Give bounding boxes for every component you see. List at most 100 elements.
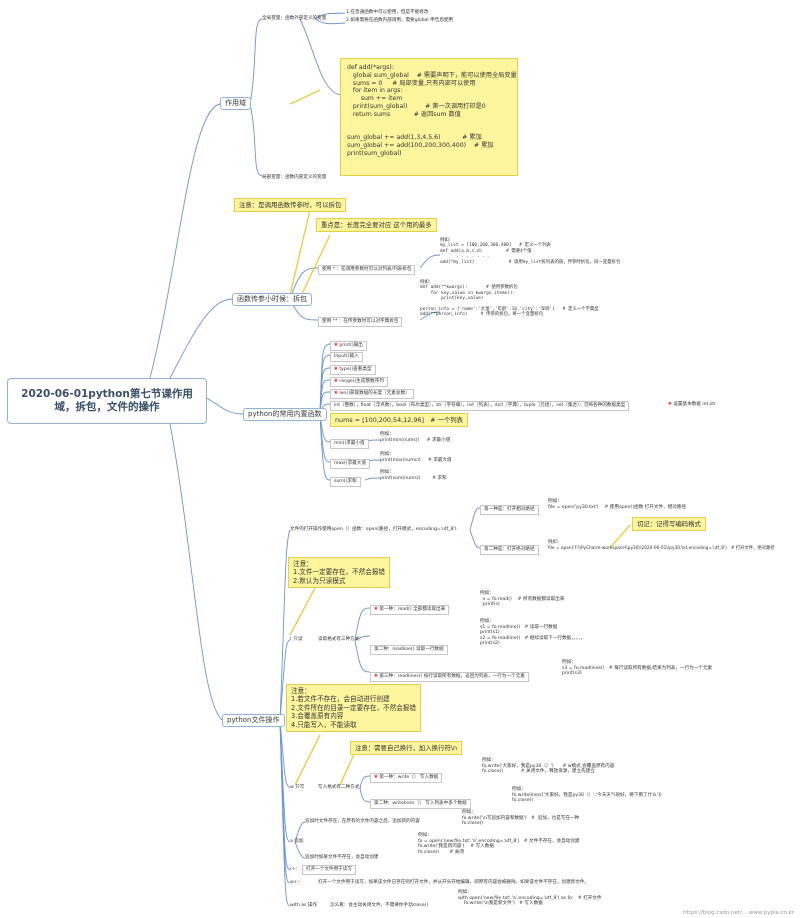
star-icon: ✱ (374, 775, 378, 780)
global-var-label[interactable]: 全局变量：函数外部定义的变量 (262, 16, 327, 21)
star-icon: ✱ (374, 674, 378, 679)
star-icon: ✱ (334, 367, 338, 372)
builtin-sum-code[interactable]: 例如： print(sum(nums)) # 求和 (380, 470, 447, 481)
note-callout-4 (289, 587, 316, 636)
files-way2-code[interactable]: 例如： file = open('F:\\PyCharm-workspace\\… (548, 540, 775, 551)
files-write1-text: 第一种：write（） 写入数据 (379, 775, 439, 780)
builtin-max-label[interactable]: max()求最大值 (330, 459, 370, 469)
files-a2-label[interactable]: 追加时如果文件不存在，会自动创建 (305, 855, 379, 860)
root-title: 2020-06-01python第七节课作用域，拆包，文件的操作 (21, 388, 193, 413)
files-read2-code[interactable]: 例如： s1 = fo.readline() # 读取一行数据 print(s1… (480, 619, 585, 647)
topic-scope-label: 作用域 (225, 99, 246, 107)
topic-builtins-label: python的常用内置函数 (248, 410, 322, 418)
files-note-mode[interactable]: 注意： 1.文件一定要存在，不然会报错 2.默认为只读模式 (288, 557, 391, 589)
root-topic[interactable]: 2020-06-01python第七节课作用域，拆包，文件的操作 (7, 378, 207, 424)
builtin-item-input[interactable]: Input()输入 (330, 352, 363, 362)
files-write-ways[interactable]: 写入格式有二种方式: (318, 785, 361, 790)
files-rplus-label[interactable]: r+： (290, 867, 301, 872)
topic-scope[interactable]: 作用域 (220, 97, 251, 110)
star-icon: ✱ (334, 391, 338, 396)
star-icon: ✱ (334, 343, 338, 348)
unpack-star2-label[interactable]: 使用 ** ：在传参数时可以对字典拆包 (318, 317, 403, 327)
star-icon: ✱ (374, 607, 378, 612)
topic-unpack[interactable]: 函数传参小时候：拆包 (232, 293, 312, 306)
unpack-star1-label[interactable]: 使用 * ：在调用参数时可以对列表/列表拆包 (318, 265, 416, 275)
topic-builtins[interactable]: python的常用内置函数 (243, 408, 327, 421)
files-way1-code[interactable]: 例如： file = open('py30.txt') # 使用open()函数… (548, 499, 686, 510)
builtin-nums-note[interactable]: nums = [100,200,54,12,96] # 一个列表 (330, 413, 469, 427)
builtin-types-note-label: 设置基本数据 int,str (673, 402, 716, 407)
files-a-label[interactable]: a 追加 (290, 839, 304, 844)
builtin-types-row[interactable]: int（整数），float（浮点数），bool（布尔类型），str（字符串），l… (330, 401, 630, 411)
files-read1-text: 第一种：read() 全部都读取出来 (379, 607, 446, 612)
builtin-min-code[interactable]: 例如： print(min(nums)) # 求最小值 (380, 432, 451, 443)
files-note-newline[interactable]: 注意：需要自己换行，加入换行符\n (350, 741, 463, 755)
files-rplus-text[interactable]: 打开一个文件用于读写 (302, 865, 356, 875)
builtin-item-range-label: range()生成整数序列 (339, 379, 384, 384)
note-callout-7 (609, 524, 631, 549)
files-way2-label[interactable]: 第二种是：打开绝对路径 (480, 545, 539, 555)
global-note-1[interactable]: 1.在普通函数中可以使用，但是不能修改 (346, 10, 429, 15)
unpack-star1-example[interactable]: 例如： my_list = [100,200,300,400] # 定义一个列表… (440, 238, 621, 265)
builtin-max-code[interactable]: 例如： print(max(nums)) # 求最大值 (380, 452, 452, 463)
scope-code-block[interactable]: def add(*args): global sum_global # 需要声明… (340, 58, 518, 176)
files-read3-label[interactable]: ✱ 第三种：readlines() 按行读取所有数据，返回为列表，一行为一个元素 (370, 672, 529, 682)
builtin-min-label[interactable]: min()求最小值 (330, 439, 369, 449)
topic-unpack-label: 函数传参小时候：拆包 (237, 295, 307, 303)
unpack-note-key[interactable]: 重点是：长度完全要对应 这个用的最多 (316, 218, 437, 232)
files-with-text[interactable]: 怎么看：会主动关闭文件，不需要你手动close() (330, 903, 429, 908)
files-read1-code[interactable]: 例如： s = fo.read() # 所有数据都读取出来 print(s) (480, 591, 565, 608)
files-wplus-text[interactable]: 打开一个文件用于读写，如果该文件已存在则打开文件，并从开头开始编辑，即原有内容会… (318, 880, 590, 885)
files-write1-label[interactable]: ✱ 第一种：write（） 写入数据 (370, 773, 443, 783)
builtin-item-print[interactable]: ✱ print()输出 (330, 341, 367, 351)
star-icon: ✱ (334, 379, 338, 384)
files-write2-code[interactable]: 例如： fo.writelines(['大家好，我是py30（）','今天天气很… (512, 787, 662, 804)
files-with-code[interactable]: 例如： with open('new.file.txt','a',encodin… (458, 890, 602, 907)
builtin-sum-label[interactable]: sum()求和 (330, 477, 361, 487)
files-r-label[interactable]: r 只读 (290, 637, 303, 642)
wire-root-files (169, 423, 223, 721)
wire-root-scope (149, 103, 221, 379)
files-read-ways[interactable]: 读取格式有三种方式: (318, 637, 361, 642)
files-with-label[interactable]: with as 操作 (290, 903, 318, 908)
builtin-item-print-label: print()输出 (339, 343, 363, 348)
note-callout-2 (289, 209, 311, 296)
note-callout-3 (299, 234, 331, 299)
files-note-write[interactable]: 注意： 1.若文件不存在，会自动进行创建 2.文件所在的目录一定要存在，不然会报… (286, 684, 421, 733)
files-a1-label[interactable]: 追加时文件存在，在原有的文件内容之后，追加新的内容 (305, 819, 420, 824)
topic-files[interactable]: python文件操作 (222, 714, 285, 727)
builtin-types-note[interactable]: ✱ 设置基本数据 int,str (668, 402, 716, 408)
builtin-item-type-label: type()查看类型 (339, 367, 372, 372)
builtin-item-len-label: len()获取数据的长度（元素总数） (339, 391, 410, 396)
builtin-item-len[interactable]: ✱ len()获取数据的长度（元素总数） (330, 389, 414, 399)
wire-root-builtins (206, 397, 244, 415)
files-way1-label[interactable]: 第一种是：打开相对路径 (480, 505, 539, 515)
files-write1-code[interactable]: 例如： fo.write('大家好，我是py30（）') # w模式,会覆盖原有… (482, 758, 615, 775)
files-a2-code[interactable]: 例如： fo = open('new.file.txt','a',encodin… (418, 833, 580, 855)
files-read1-label[interactable]: ✱ 第一种：read() 全部都读取出来 (370, 605, 450, 615)
unpack-note-top[interactable]: 注意：是调用函数传参时，可以拆包 (234, 198, 347, 212)
files-w-label[interactable]: w 只写 (290, 785, 305, 790)
files-write2-label[interactable]: 第二种：writelines（） 写入列表中多个数据 (370, 799, 471, 809)
unpack-star2-example[interactable]: 例如： def add(**kwargs): # 使用参数拆包 for key,… (420, 280, 599, 318)
files-read2-label[interactable]: 第二种：readline() 读取一行数据 (370, 645, 448, 655)
wire-root-unpack (169, 298, 233, 379)
files-wplus-label[interactable]: w+： (290, 880, 303, 885)
note-callout-1 (289, 89, 321, 105)
watermark: https://blog.csdn.net/... www.pypla.co.k… (683, 910, 794, 916)
star-icon: ✱ (668, 402, 672, 407)
builtin-item-range[interactable]: ✱ range()生成整数序列 (330, 377, 388, 387)
local-var-label[interactable]: 局部变量：函数内部定义的变量 (262, 175, 327, 180)
files-way1-note[interactable]: 切记：记得写编码格式 (632, 517, 706, 531)
builtin-item-type[interactable]: ✱ type()查看类型 (330, 365, 376, 375)
builtin-item-input-label: Input()输入 (334, 354, 359, 359)
note-callout-5 (294, 734, 321, 786)
files-open-label[interactable]: 文件的打开操作使用open（）函数：open(路径，打开模式，encoding=… (290, 527, 457, 532)
files-a1-code[interactable]: 例如： fo.write('\n写追加内容和数据') # 追加，也是写在一种 f… (462, 810, 580, 827)
files-read3-text: 第三种：readlines() 按行读取所有数据，返回为列表，一行为一个元素 (379, 674, 525, 679)
files-read3-code[interactable]: 例如： s3 = fo.readlines() # 每行读取所有数据,结果为列表… (562, 660, 713, 677)
note-callout-6 (339, 751, 356, 786)
topic-files-label: python文件操作 (227, 716, 280, 724)
global-note-2[interactable]: 2.如果需要在函数内部调用，需要global 申告后使用 (346, 18, 454, 23)
